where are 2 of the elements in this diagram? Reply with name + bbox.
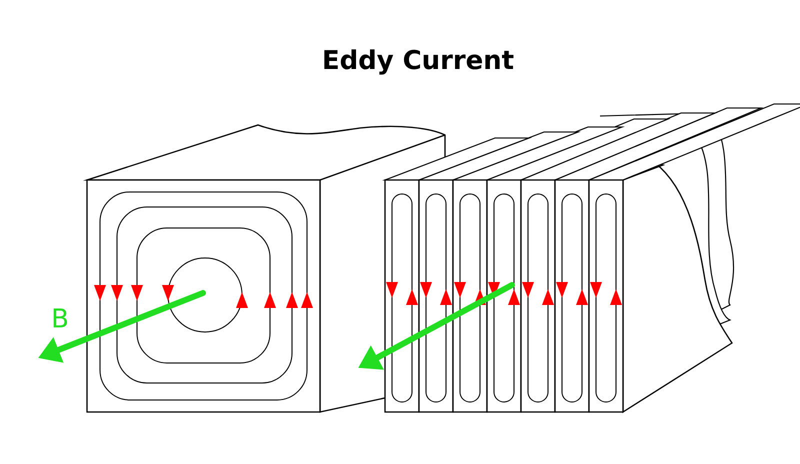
symbol-label: B [54,308,68,328]
title: Eddy Current [324,49,514,75]
